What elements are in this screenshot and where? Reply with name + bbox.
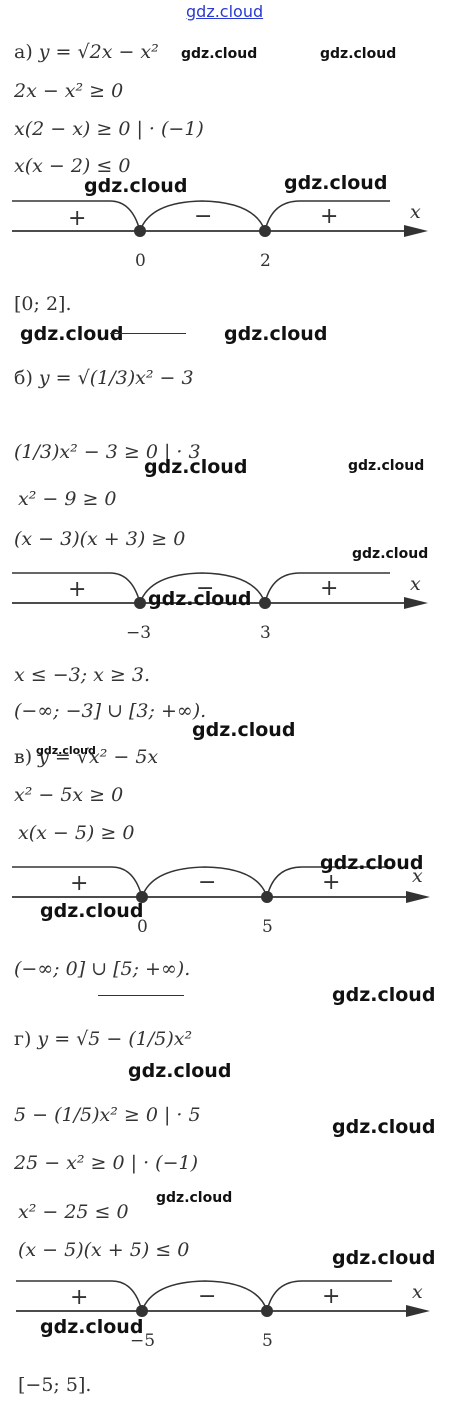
sqrt-bar	[110, 333, 186, 334]
part-a-line-1: 2x − x² ≥ 0	[14, 80, 124, 102]
tick-label: 0	[135, 251, 146, 271]
tick-label: 0	[137, 917, 148, 937]
watermark: gdz.cloud	[144, 456, 248, 478]
part-d-expr: y = √5 − (1/5)x²	[37, 1028, 193, 1050]
tick-label: −3	[126, 623, 151, 643]
watermark: gdz.cloud	[284, 172, 388, 194]
sign-minus: −	[196, 576, 214, 601]
part-b-function: б) y = √(1/3)x² − 3	[14, 366, 194, 390]
part-b-line-2: x² − 9 ≥ 0	[18, 488, 117, 510]
axis-label: x	[410, 573, 421, 595]
part-a-line-3: x(x − 2) ≤ 0	[14, 155, 131, 177]
part-b-label: б)	[14, 367, 39, 389]
part-d-line-2: 25 − x² ≥ 0 | · (−1)	[14, 1152, 198, 1174]
watermark: gdz.cloud	[84, 175, 188, 197]
part-d-answer: [−5; 5].	[18, 1374, 92, 1396]
part-b-line-1: (1/3)x² − 3 ≥ 0 | · 3	[14, 441, 201, 463]
sign-plus: +	[70, 1285, 88, 1310]
sign-plus: +	[68, 577, 86, 602]
watermark: gdz.cloud	[20, 323, 124, 345]
sign-plus: +	[322, 1284, 340, 1309]
part-d-function: г) y = √5 − (1/5)x²	[14, 1027, 192, 1051]
part-a-line-2: x(2 − x) ≥ 0 | · (−1)	[14, 118, 204, 140]
part-d-number-line: + − + −5 5 x	[16, 1280, 430, 1351]
watermark: gdz.cloud	[348, 458, 425, 474]
part-c-label: в)	[14, 746, 39, 768]
watermark-top[interactable]: gdz.cloud	[186, 2, 264, 21]
axis-label: x	[412, 1281, 423, 1303]
part-c-expr: y = √x² − 5x	[38, 746, 159, 768]
tick-label: −5	[130, 1331, 155, 1351]
part-b-expr: y = √(1/3)x² − 3	[38, 367, 194, 389]
part-d-line-3: x² − 25 ≤ 0	[18, 1201, 129, 1223]
part-c-answer: (−∞; 0] ∪ [5; +∞).	[14, 958, 191, 980]
part-c-line-2: x(x − 5) ≥ 0	[18, 822, 135, 844]
watermark: gdz.cloud	[320, 46, 397, 62]
sign-plus: +	[320, 204, 338, 229]
watermark: gdz.cloud	[224, 323, 328, 345]
watermark: gdz.cloud	[148, 588, 252, 610]
part-b-answer-2: (−∞; −3] ∪ [3; +∞).	[14, 700, 207, 722]
part-d-label: г)	[14, 1028, 38, 1050]
part-a-function: а) y = √2x − x²	[14, 40, 159, 64]
watermark: gdz.cloud	[128, 1060, 232, 1082]
part-c-line-1: x² − 5x ≥ 0	[14, 784, 124, 806]
sign-plus: +	[70, 871, 88, 896]
part-a-label: а)	[14, 41, 39, 63]
part-d-line-1: 5 − (1/5)x² ≥ 0 | · 5	[14, 1104, 201, 1126]
axis-label: x	[412, 865, 423, 887]
part-a-number-line: + − + 0 2 x	[12, 200, 428, 271]
sign-plus: +	[68, 206, 86, 231]
tick-label: 3	[260, 623, 271, 643]
watermark: gdz.cloud	[332, 984, 436, 1006]
tick-label: 5	[262, 917, 273, 937]
part-b-answer-1: x ≤ −3; x ≥ 3.	[14, 664, 151, 686]
watermark: gdz.cloud	[320, 852, 424, 874]
sign-plus: +	[320, 576, 338, 601]
watermark: gdz.cloud	[156, 1190, 233, 1206]
watermark: gdz.cloud	[40, 900, 144, 922]
part-c-function: в) y = √x² − 5x	[14, 745, 158, 769]
tick-label: 2	[260, 251, 271, 271]
watermark: gdz.cloud	[40, 1316, 144, 1338]
part-b-line-3: (x − 3)(x + 3) ≥ 0	[14, 528, 186, 550]
watermark: gdz.cloud	[332, 1247, 436, 1269]
sign-plus: +	[322, 870, 340, 895]
part-d-line-4: (x − 5)(x + 5) ≤ 0	[18, 1239, 190, 1261]
part-a-expr: y = √2x − x²	[38, 41, 159, 63]
sign-minus: −	[194, 204, 212, 229]
part-c-number-line: + − + 0 5 x	[12, 865, 430, 937]
watermark: gdz.cloud	[36, 744, 96, 757]
watermark: gdz.cloud	[352, 546, 429, 562]
sign-minus: −	[198, 1284, 216, 1309]
watermark: gdz.cloud	[332, 1116, 436, 1138]
watermark: gdz.cloud	[181, 46, 258, 62]
part-a-answer: [0; 2].	[14, 293, 72, 315]
watermark: gdz.cloud	[192, 719, 296, 741]
axis-label: x	[410, 201, 421, 223]
tick-label: 5	[262, 1331, 273, 1351]
sign-minus: −	[198, 870, 216, 895]
sqrt-bar	[98, 995, 184, 996]
part-b-number-line: + − + −3 3 x	[12, 572, 428, 643]
